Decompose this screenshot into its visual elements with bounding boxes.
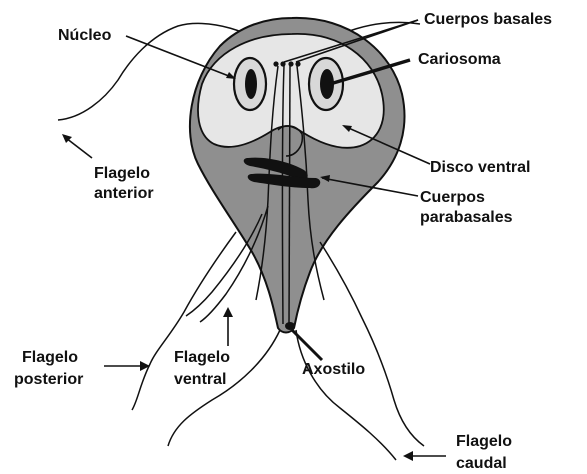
flagelo-posterior-derecho bbox=[320, 242, 424, 446]
label-flagelo-anterior-1: Flagelo bbox=[94, 165, 150, 182]
label-cuerpos-parabasales-1: Cuerpos bbox=[420, 189, 485, 206]
label-disco-ventral: Disco ventral bbox=[430, 159, 530, 176]
label-cariosoma: Cariosoma bbox=[418, 51, 501, 68]
flecha-flagelo-caudal bbox=[403, 451, 413, 461]
flagelo-caudal-izquierdo bbox=[168, 330, 280, 446]
label-flagelo-posterior-1: Flagelo bbox=[22, 349, 78, 366]
label-cuerpos-parabasales-2: parabasales bbox=[420, 209, 513, 226]
label-flagelo-ventral-2: ventral bbox=[174, 371, 226, 388]
label-flagelo-ventral-1: Flagelo bbox=[174, 349, 230, 366]
cariosoma-izquierdo bbox=[245, 69, 257, 99]
puntero-flagelo-anterior bbox=[66, 138, 92, 158]
axostilo-punta bbox=[285, 322, 295, 330]
label-nucleo: Núcleo bbox=[58, 27, 112, 44]
label-flagelo-posterior-2: posterior bbox=[14, 371, 83, 388]
label-flagelo-anterior-2: anterior bbox=[94, 185, 154, 202]
label-cuerpos-basales: Cuerpos basales bbox=[424, 11, 552, 28]
flecha-flagelo-ventral bbox=[223, 307, 233, 317]
flecha-flagelo-posterior bbox=[140, 361, 150, 371]
puntero-axostilo bbox=[292, 330, 322, 360]
label-flagelo-caudal-1: Flagelo bbox=[456, 433, 512, 450]
label-axostilo: Axostilo bbox=[302, 361, 365, 378]
label-flagelo-caudal-2: caudal bbox=[456, 455, 507, 472]
